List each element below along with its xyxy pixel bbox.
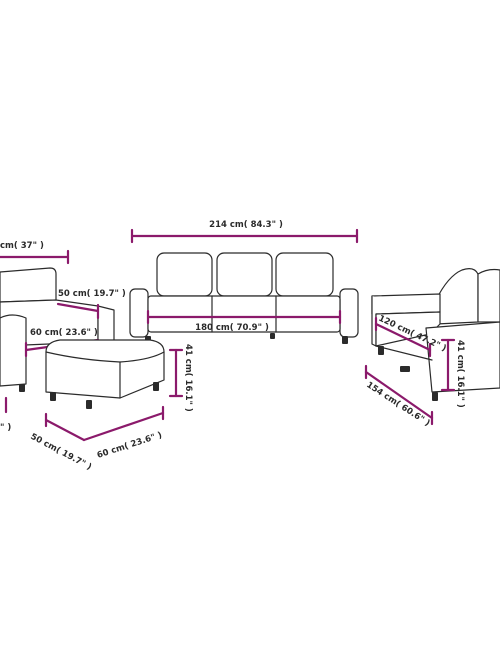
armchair-depth-dimension: 50 cm( 19.7" ) [56,289,126,320]
armchair-partial-label: " ) [0,423,11,433]
armchair-width-dimension: cm( 37" ) [0,241,70,265]
dimension-line [82,411,165,442]
sofa2-width-label: 154 cm( 60.6" ) [364,380,431,429]
armchair-seat-width-label: 60 cm( 23.6" ) [30,328,98,338]
armchair-back [0,267,57,303]
armchair-back-arm [97,305,115,343]
dimension-line [56,302,100,313]
armchair-leg [19,384,25,392]
footstool-height-dimension: 41 cm( 16.1" ) [168,344,193,412]
footstool-leg [153,382,159,391]
dimension-line [364,370,434,420]
sofa3-back-cushion-1 [156,252,213,297]
sofa2-seat-edge [375,345,433,361]
sofa3-back-cushion-2 [216,252,273,297]
sofa2-width-dimension: 154 cm( 60.6" ) [364,364,434,429]
footstool [45,339,165,409]
armchair-front-arm [0,314,27,387]
sofa3-leg [342,336,348,344]
sofa2-back-cushion-2 [477,268,500,323]
footstool-width-label: 60 cm( 23.6" ) [96,430,164,460]
footstool-depth-dimension: 50 cm( 19.7" ) [29,412,94,473]
sofa3-left-arm [129,288,149,338]
dimension-line [374,322,432,352]
sofa2-height-dimension: 41 cm( 16.1" ) [440,338,465,408]
footstool-leg [50,392,56,401]
armchair-width-label: cm( 37" ) [0,241,44,251]
sofa3-back-cushion-3 [275,252,334,297]
armchair-depth-label: 50 cm( 19.7" ) [58,289,126,299]
footstool-leg [86,400,92,409]
sofa2-back-cushion-1 [435,268,479,325]
sofa2-leg [432,392,438,401]
dimension-line [44,418,86,442]
sofa2-height-label: 41 cm( 16.1" ) [455,340,465,408]
armchair-partial-dimension: " ) [0,396,11,433]
sofa3-width-dimension: 214 cm( 84.3" ) [130,220,359,244]
sofa2-leg [400,366,410,372]
sofa3-width-label: 214 cm( 84.3" ) [209,220,283,230]
footstool-height-label: 41 cm( 16.1" ) [183,344,193,412]
two-seat-sofa [371,268,500,401]
footstool-depth-label: 50 cm( 19.7" ) [29,432,94,473]
sofa3-leg [270,333,275,339]
sofa2-leg [378,346,384,355]
armchair [0,267,115,392]
footstool-width-dimension: 60 cm( 23.6" ) [82,405,165,461]
footstool-body [45,339,165,399]
sofa3-seat-width-label: 180 cm( 70.9" ) [195,323,269,333]
sofa3-seat-dimension: 180 cm( 70.9" ) [146,309,342,333]
sofa3-right-arm [339,288,359,338]
three-seat-sofa [129,252,359,344]
